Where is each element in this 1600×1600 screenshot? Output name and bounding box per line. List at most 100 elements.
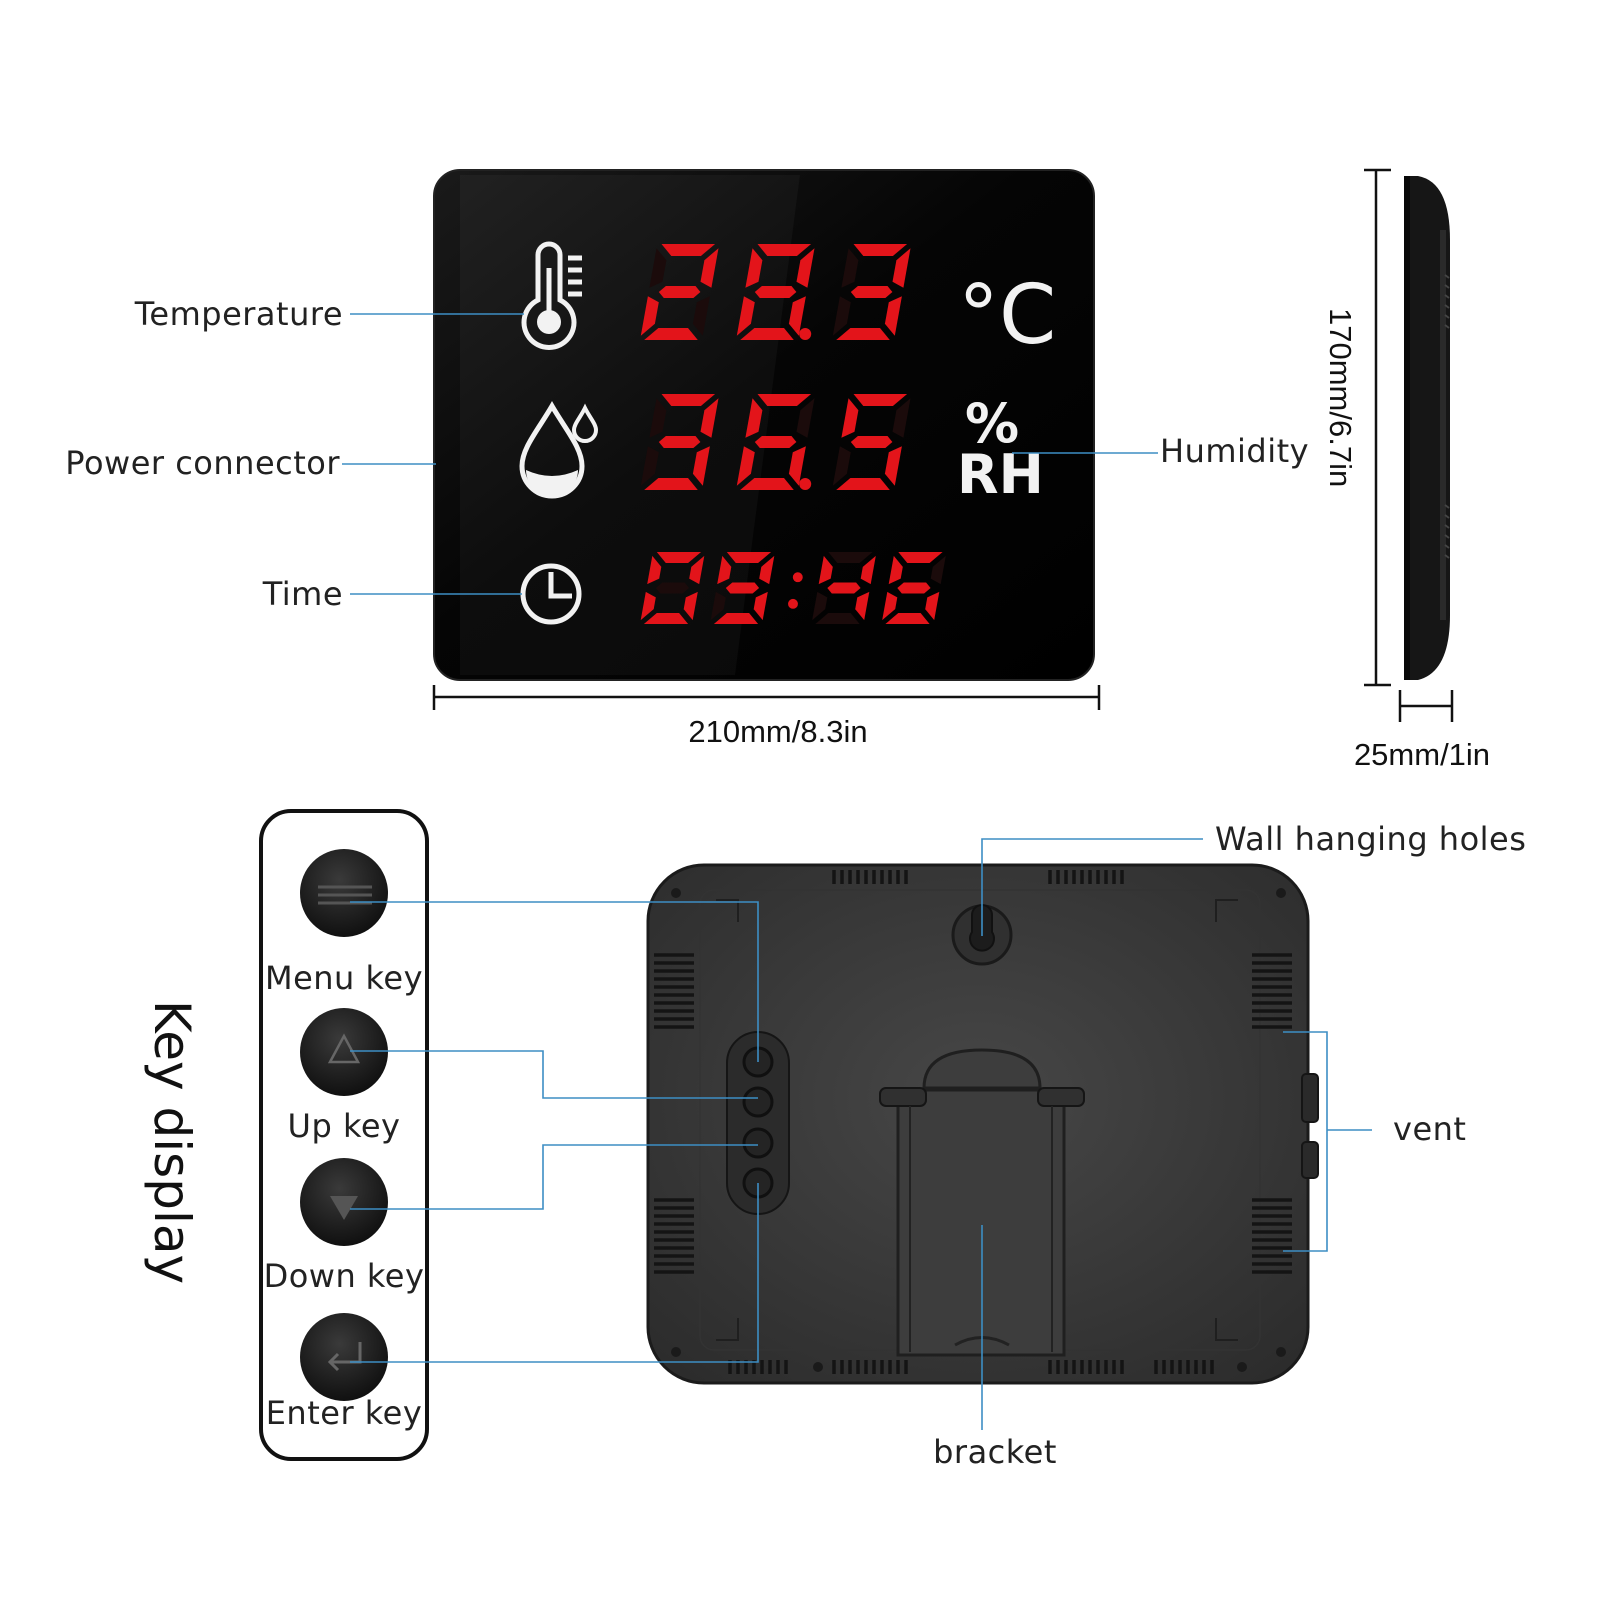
bracket [879, 1048, 1085, 1357]
temperature-digit-0-segment-f [649, 248, 667, 288]
enter-key[interactable] [300, 1313, 388, 1401]
time-digit-1-segment-a [726, 552, 772, 563]
droplet-icon [519, 401, 599, 499]
time-digit-2-segment-b [860, 555, 876, 585]
humidity-digit-1-segment-d [740, 478, 794, 490]
temperature-digit-2-segment-f [841, 248, 859, 288]
clock-icon [520, 563, 582, 625]
label-power-connector: Power connector [65, 444, 340, 482]
leader-wall-hanging-holes [981, 838, 1203, 936]
temperature-digit-0-segment-g [658, 286, 701, 298]
up-key-label: Up key [288, 1107, 401, 1145]
down-arrow-icon [330, 1196, 358, 1220]
humidity-digit-1-segment-c [788, 446, 806, 486]
humidity-digit-0-segment-c [692, 446, 710, 486]
temperature-digit-1-segment-e [736, 296, 755, 336]
menu-key[interactable] [300, 849, 388, 937]
side-view [1404, 176, 1450, 680]
temperature-digit-2-segment-d [836, 328, 890, 340]
time-colon-dot [792, 572, 803, 583]
time-display [640, 552, 946, 624]
humidity-digit-2-segment-a [853, 394, 908, 406]
temperature-digit-0-segment-c [692, 296, 710, 336]
time-digit-3-segment-g [897, 582, 931, 594]
time-digit-2-segment-a [828, 552, 873, 563]
temperature-digit-1-segment-g [754, 286, 797, 298]
label-bracket: bracket [933, 1433, 1057, 1471]
depth-dimension [1398, 690, 1454, 722]
label-wall-hanging-holes: Wall hanging holes [1215, 820, 1526, 858]
height-dimension-label: 170mm/6.7in [1323, 308, 1358, 487]
humidity-digit-1-segment-b [796, 398, 815, 438]
temperature-digit-2-segment-e [832, 296, 851, 336]
temperature-digit-2-segment-a [853, 244, 908, 256]
time-digit-3-segment-f [888, 555, 903, 585]
time-digit-1-segment-g [725, 582, 760, 594]
temperature-digit-0-segment-a [661, 244, 716, 256]
time-digit-0-segment-e [640, 591, 656, 621]
humidity-digit-2-segment-f [841, 398, 859, 438]
temperature-digit-2-segment-c [884, 296, 902, 336]
temperature-digit-0-segment-b [700, 248, 719, 288]
temperature-digit-2-segment-g [850, 286, 893, 298]
humidity-display [640, 394, 911, 490]
up-arrow-icon [327, 1033, 361, 1064]
time-digit-2-segment-e [812, 591, 828, 621]
time-digit-0-segment-c [683, 591, 698, 621]
time-digit-2-segment-f [818, 555, 833, 585]
temperature-digit-1-segment-b [796, 248, 815, 288]
humidity-digit-0-segment-b [700, 398, 719, 438]
temperature-unit: °C [958, 268, 1056, 363]
time-digit-3-segment-c [925, 591, 940, 621]
time-digit-0-segment-d [643, 613, 689, 624]
humidity-digit-2-segment-d [836, 478, 890, 490]
temperature-digit-0-segment-d [644, 328, 698, 340]
humidity-digit-0-segment-g [658, 436, 701, 448]
time-digit-1-segment-d [713, 613, 759, 624]
humidity-digit-0-segment-d [644, 478, 698, 490]
time-digit-3-segment-d [885, 613, 930, 624]
back-view [646, 863, 1319, 1385]
time-digit-3-segment-a [898, 552, 943, 563]
width-dimension [432, 685, 1101, 710]
leader-enter-key [350, 1183, 759, 1363]
down-key-label: Down key [264, 1257, 425, 1295]
time-digit-1-segment-f [717, 555, 732, 585]
temperature-digit-1-segment-c [788, 296, 806, 336]
leader-down-key [350, 1144, 758, 1210]
humidity-unit-percent: % [965, 392, 1019, 455]
time-digit-1-segment-c [753, 591, 768, 621]
label-time: Time [262, 575, 343, 613]
time-digit-3-segment-b [930, 555, 946, 585]
time-digit-0-segment-g [655, 582, 690, 594]
leader-vent [1283, 1031, 1328, 1252]
temperature-digit-1-segment-f [745, 248, 763, 288]
label-vent: vent [1393, 1110, 1466, 1148]
time-colon-dot [788, 598, 798, 609]
leader-up-key [350, 1050, 758, 1099]
humidity-digit-2-segment-g [850, 436, 893, 448]
up-key[interactable] [300, 1008, 388, 1096]
leader-menu-key [350, 901, 759, 1062]
depth-dimension-label: 25mm/1in [1354, 737, 1490, 772]
time-digit-0-segment-f [647, 555, 662, 585]
label-temperature: Temperature [134, 295, 343, 333]
humidity-digit-2-segment-b [892, 398, 911, 438]
humidity-digit-1-segment-g [754, 436, 797, 448]
down-key[interactable] [300, 1158, 388, 1246]
time-digit-1-segment-b [759, 555, 775, 585]
time-digit-2-segment-g [827, 582, 861, 594]
temperature-digit-1-segment-d [740, 328, 794, 340]
temperature-display [640, 244, 911, 340]
humidity-digit-2-segment-c [884, 446, 902, 486]
menu-icon [318, 885, 372, 905]
humidity-digit-0-segment-a [661, 394, 716, 406]
humidity-digit-0-segment-e [640, 446, 659, 486]
humidity-digit-2-segment-e [832, 446, 851, 486]
label-humidity: Humidity [1160, 432, 1309, 470]
time-digit-1-segment-e [710, 591, 726, 621]
temperature-digit-0-segment-e [640, 296, 659, 336]
enter-key-label: Enter key [266, 1394, 423, 1432]
humidity-decimal-point [799, 478, 812, 490]
